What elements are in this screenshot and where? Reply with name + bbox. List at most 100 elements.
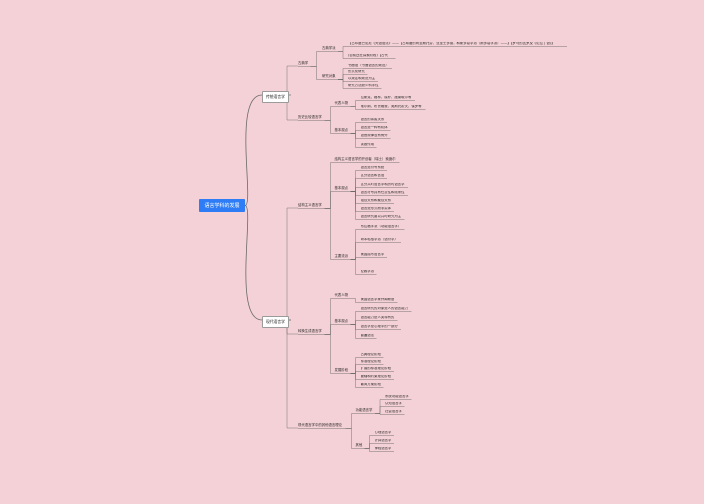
connector: [350, 320, 361, 325]
group-node[interactable]: 转换生成语言学: [298, 329, 322, 333]
leaf-node[interactable]: 扩展的标准理论阶段: [360, 367, 392, 370]
connector: [350, 133, 361, 148]
child-node[interactable]: 发展阶段: [334, 368, 349, 372]
connector: [244, 94, 263, 206]
leaf-node[interactable]: 拉斯克、格林、葆朴、施莱歇尔等: [360, 96, 412, 99]
connector: [364, 448, 375, 452]
child-node[interactable]: 基本观点: [334, 186, 349, 190]
child-node[interactable]: 基本观点: [334, 319, 349, 323]
leaf-node[interactable]: 语言的亲属关系: [360, 118, 385, 121]
leaf-node[interactable]: 布拉格学派（功能语言学）: [360, 225, 402, 228]
group-node[interactable]: 现代语言学中的其他语言理论: [298, 423, 343, 427]
leaf-node[interactable]: 伦敦学派: [360, 270, 375, 273]
connector: [310, 66, 322, 80]
child-node[interactable]: 主要流派: [334, 254, 349, 258]
connector: [350, 298, 361, 303]
leaf-node[interactable]: 语言学是心理学的一部分: [360, 325, 398, 328]
connector: [350, 371, 361, 374]
connector: [324, 334, 335, 374]
leaf-node[interactable]: 最简方案阶段: [360, 383, 381, 386]
group-node[interactable]: 古典学: [298, 61, 309, 65]
leaf-node[interactable]: 管辖和约束理论阶段: [360, 375, 392, 378]
leaf-node[interactable]: 认知语言学: [385, 402, 402, 405]
leaf-node[interactable]: 区分共时语言学和历时语言学: [360, 183, 405, 186]
connector: [350, 257, 361, 260]
child-node[interactable]: 古典学派: [322, 46, 336, 50]
connector: [338, 79, 348, 89]
connector: [375, 413, 385, 415]
leaf-node[interactable]: 神经语言学: [374, 447, 392, 450]
leaf-node[interactable]: 语言是一种有机体: [360, 126, 388, 129]
group-node[interactable]: 结构主义语言学: [298, 203, 322, 207]
child-node[interactable]: 代表人物: [334, 101, 349, 105]
connector: [345, 428, 356, 449]
leaf-node[interactable]: 组合关系和聚合关系: [360, 199, 392, 202]
connector: [350, 100, 361, 107]
connector: [338, 46, 348, 52]
child-node[interactable]: 结构主义语言学的开创者（瑞士）索绪尔: [334, 157, 396, 161]
connector: [350, 106, 361, 110]
branch-modern[interactable]: 现代语言学: [262, 316, 289, 328]
connector: [350, 242, 361, 260]
leaf-node[interactable]: 心理语言学: [374, 431, 392, 434]
child-node[interactable]: 其他: [355, 443, 363, 447]
connector: [324, 191, 335, 209]
connector: [350, 130, 361, 134]
root-node[interactable]: 语言学科的发展: [199, 199, 245, 212]
connector: [375, 406, 385, 414]
leaf-node[interactable]: 【古印度巴尼尼《梵语语法》——【古希腊的阿里斯托芬、亚里士多德，和斯多葛学派（斯…: [348, 42, 555, 45]
leaf-node[interactable]: 古典理论阶段: [360, 353, 381, 356]
child-node[interactable]: 代表人物: [334, 293, 349, 297]
leaf-node[interactable]: 语言是符号系统: [360, 166, 385, 169]
connector: [310, 51, 322, 67]
leaf-node[interactable]: 研究方法缺少科学性: [348, 84, 379, 87]
connector: [324, 208, 335, 260]
leaf-node[interactable]: 语言研究要以共时研究为主: [360, 215, 402, 218]
leaf-node[interactable]: 维尔纳、布鲁格曼、奥斯托霍夫、保罗等: [360, 105, 422, 108]
connector: [324, 324, 335, 335]
connector: [324, 298, 335, 335]
group-node[interactable]: 历史比较语言学: [298, 115, 322, 119]
leaf-node[interactable]: 标准理论阶段: [360, 360, 381, 363]
connector: [350, 259, 361, 275]
leaf-node[interactable]: 类推作用: [360, 143, 375, 146]
connector: [286, 207, 298, 321]
branch-traditional[interactable]: 传统语言学: [262, 91, 289, 103]
leaf-node[interactable]: 美国描写语言学: [360, 253, 385, 256]
connector: [364, 443, 375, 449]
leaf-node[interactable]: 区分语言和言语: [360, 174, 385, 177]
leaf-node[interactable]: 社会语言学: [385, 410, 402, 413]
leaf-node[interactable]: 计算语言学: [374, 439, 392, 442]
connector: [338, 74, 348, 80]
connector: [324, 120, 335, 134]
leaf-node[interactable]: 哥本哈根学派（语符学）: [360, 238, 398, 241]
child-node[interactable]: 研究对象: [322, 74, 336, 78]
leaf-node[interactable]: 普遍语法: [360, 334, 375, 337]
leaf-node[interactable]: 语言研究的对象是人的语言能力: [360, 307, 408, 310]
child-node[interactable]: 功能语言学: [355, 408, 373, 412]
leaf-node[interactable]: 以规定和规范为主: [348, 77, 376, 80]
connector: [350, 324, 361, 339]
connector: [350, 373, 361, 388]
connector: [286, 94, 298, 121]
leaf-node[interactable]: 语言是形式而非实体: [360, 207, 392, 210]
leaf-node[interactable]: 系统功能语言学: [385, 395, 409, 398]
connector: [350, 191, 361, 220]
connector: [324, 106, 335, 121]
leaf-node[interactable]: 美国语言学家乔姆斯基: [360, 298, 395, 301]
leaf-node[interactable]: 形式化研究: [348, 70, 365, 73]
connector: [345, 413, 356, 429]
leaf-node[interactable]: (目前还在探索阶段)【古代: [348, 54, 388, 57]
leaf-node[interactable]: 语言符号具有任意性和线条性: [360, 191, 405, 194]
leaf-node[interactable]: 语音规律没有例外: [360, 134, 388, 137]
connector: [338, 51, 348, 59]
leaf-node[interactable]: 语言能力是人类特有的: [360, 316, 395, 319]
leaf-node[interactable]: 书面语（书面语言的规范）: [348, 64, 389, 67]
child-node[interactable]: 基本观点: [334, 128, 349, 132]
connector: [324, 162, 335, 209]
connector: [244, 205, 263, 321]
connector: [286, 319, 298, 429]
connector: [350, 187, 361, 192]
